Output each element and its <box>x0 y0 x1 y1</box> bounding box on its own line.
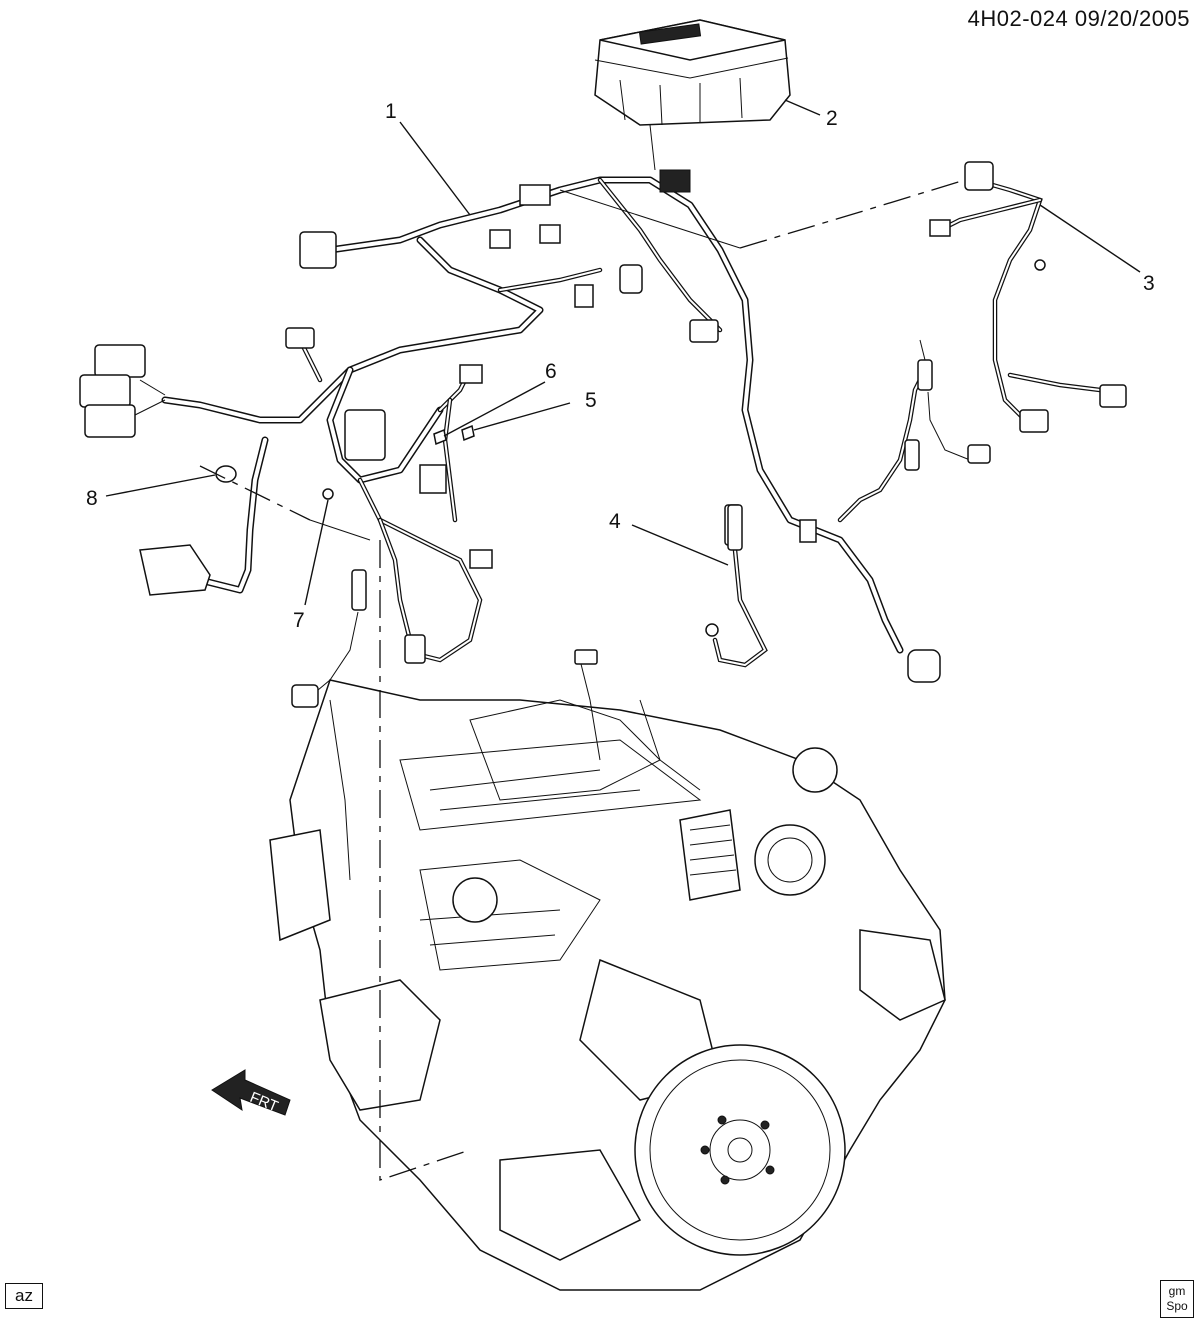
callout-5: 5 <box>585 389 597 412</box>
alignment-leader-lines <box>199 179 966 1181</box>
az-badge-text: az <box>15 1286 33 1305</box>
sub-harness-part <box>929 161 1127 433</box>
engine-assembly <box>269 649 946 1291</box>
sensor-lead-part <box>705 504 768 668</box>
callout-4: 4 <box>609 510 621 533</box>
az-badge: az <box>5 1283 43 1309</box>
gm-logo-line2: Spo <box>1166 1299 1188 1313</box>
callout-3: 3 <box>1143 272 1155 295</box>
front-arrow-label: FRT <box>247 1089 280 1116</box>
gm-spo-logo: gm Spo <box>1160 1280 1194 1318</box>
callout-leaders <box>105 99 1141 606</box>
diagram-reference-code: 4H02-024 09/20/2005 <box>967 6 1190 31</box>
callout-7: 7 <box>293 609 305 632</box>
callout-8: 8 <box>86 487 98 510</box>
callout-1: 1 <box>385 100 397 123</box>
small-sensor-part <box>291 569 367 708</box>
control-module-part <box>594 19 791 171</box>
engine-wiring-harness-part <box>79 169 941 683</box>
callout-6: 6 <box>545 360 557 383</box>
right-branch-wire <box>837 339 991 523</box>
callout-2: 2 <box>826 107 838 130</box>
fastener-parts <box>215 424 475 500</box>
front-direction-arrow-icon: FRT <box>211 1069 291 1116</box>
gm-logo-line1: gm <box>1168 1284 1186 1298</box>
